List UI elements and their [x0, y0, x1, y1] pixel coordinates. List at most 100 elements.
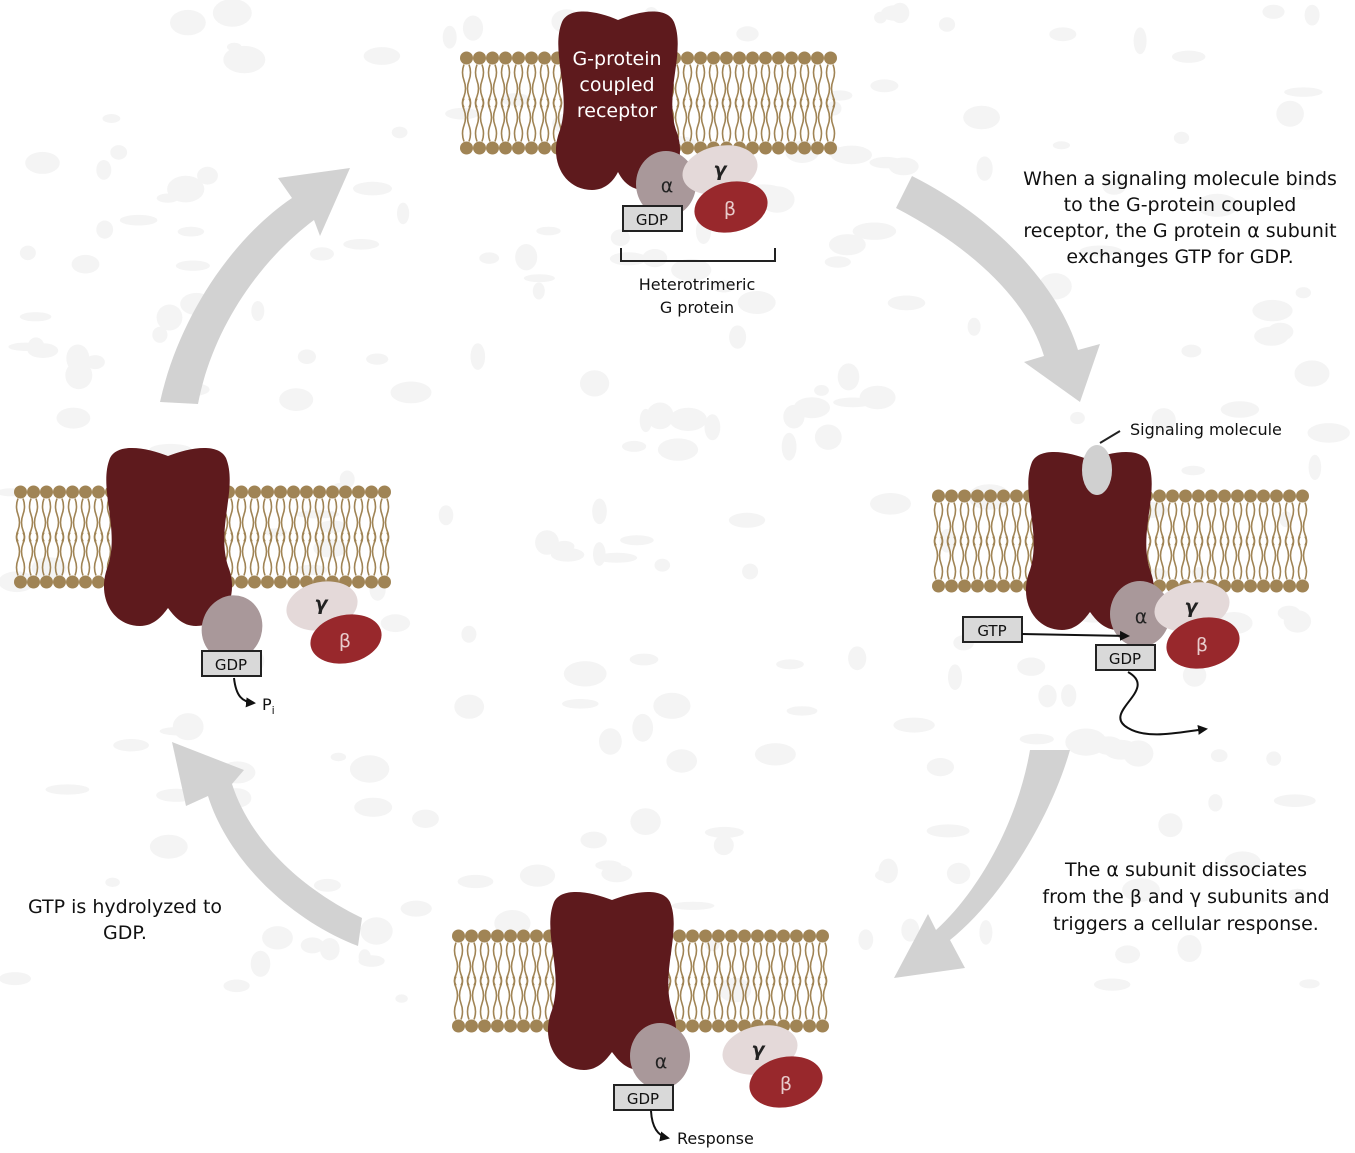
lipid-tail [825, 98, 831, 142]
lipid-head [1244, 489, 1257, 503]
alpha-subunit-left [201, 595, 263, 661]
lipid-head [465, 929, 478, 943]
lipid-head [932, 579, 945, 593]
alpha-label-right: α [1135, 606, 1148, 628]
alpha-label-bottom: α [655, 1051, 668, 1073]
lipid-tail [1198, 536, 1204, 580]
lipid-tail [301, 532, 307, 576]
lipid-tail [1211, 536, 1217, 580]
lipid-tail [721, 98, 727, 142]
texture-blob [102, 114, 121, 123]
receptor-label-line1: G-protein [572, 48, 661, 70]
lipid-head [460, 51, 473, 65]
lipid-tail [46, 532, 52, 576]
lipid-tail [687, 976, 693, 1020]
texture-blob [1019, 733, 1054, 745]
lipid-tail [54, 532, 60, 576]
lipid-head [686, 929, 699, 943]
texture-blob [223, 979, 250, 993]
lipid-tail [674, 98, 680, 142]
lipid-tail [946, 536, 952, 580]
lipid-tail [695, 98, 701, 142]
stage-top: G-protein coupled receptor α γ β GDP Het… [460, 11, 837, 317]
lipid-tail [492, 976, 498, 1020]
lipid-head [378, 485, 391, 499]
texture-blob [593, 542, 606, 566]
gtp-label-right: GTP [977, 622, 1006, 640]
texture-blob [669, 407, 707, 431]
caption-step2-line2: from the β and γ subunits and [1042, 886, 1329, 908]
texture-blob [1252, 299, 1293, 322]
lipid-head [958, 579, 971, 593]
texture-blob [629, 653, 659, 666]
texture-blob [313, 878, 341, 892]
lipid-head [326, 485, 339, 499]
texture-blob [609, 252, 647, 266]
texture-blob [1196, 193, 1239, 217]
texture-blob [45, 784, 90, 795]
lipid-head [772, 141, 785, 155]
texture-blob [442, 25, 457, 49]
lipid-head [1296, 489, 1309, 503]
lipid-tail [990, 536, 996, 580]
pi-label: Pi [262, 695, 275, 717]
lipid-tail [799, 98, 805, 142]
lipid-head [673, 929, 686, 943]
texture-blob [1070, 411, 1085, 425]
gdp-label-left: GDP [215, 656, 247, 674]
texture-blob [1049, 27, 1077, 42]
texture-blob [85, 355, 105, 370]
texture-blob [330, 752, 347, 762]
lipid-tail [59, 532, 65, 576]
texture-blob [297, 349, 316, 365]
texture-blob [754, 743, 796, 766]
texture-blob [1102, 178, 1126, 195]
texture-blob [875, 869, 894, 881]
lipid-head [491, 1019, 504, 1033]
texture-blob [1115, 945, 1141, 964]
lipid-tail [770, 976, 776, 1020]
beta-label-left: β [339, 630, 351, 652]
lipid-tail [1245, 536, 1251, 580]
texture-blob [596, 552, 638, 563]
texture-blob [25, 151, 60, 174]
lipid-tail [497, 976, 503, 1020]
texture-blob [279, 388, 314, 411]
alpha-label-top: α [661, 175, 674, 197]
texture-blob [926, 824, 970, 838]
texture-blob [152, 326, 168, 343]
texture-blob [630, 808, 661, 835]
caption-step2: The α subunit dissociates from the β and… [1042, 859, 1329, 935]
lipid-head [785, 51, 798, 65]
lipid-tail [791, 976, 797, 1020]
caption-step1-line1: When a signaling molecule binds [1023, 168, 1337, 190]
lipid-head [300, 485, 313, 499]
texture-blob [250, 950, 271, 977]
lipid-head [499, 141, 512, 155]
lipid-tail [492, 98, 498, 142]
texture-blob [149, 834, 188, 859]
lipid-tail [67, 532, 73, 576]
texture-blob [390, 381, 432, 404]
texture-blob [632, 713, 654, 742]
caption-step1: When a signaling molecule binds to the G… [1023, 168, 1337, 268]
lipid-head [352, 575, 365, 589]
lipid-head [824, 51, 837, 65]
texture-blob [400, 900, 432, 917]
lipid-head [486, 141, 499, 155]
lipid-head [738, 929, 751, 943]
lipid-tail [518, 976, 524, 1020]
lipid-tail [513, 98, 519, 142]
texture-blob [1295, 287, 1312, 299]
gdp-box-bottom [613, 1084, 674, 1111]
lipid-head [1231, 489, 1244, 503]
lipid-tail [812, 98, 818, 142]
lipid-head [235, 485, 248, 499]
gdp-label-right: GDP [1109, 650, 1141, 668]
lipid-head [92, 485, 105, 499]
texture-blob [366, 353, 389, 365]
heterotrimer-label-line2: G protein [660, 298, 734, 317]
lipid-tail [275, 532, 281, 576]
texture-blob [976, 156, 993, 181]
texture-blob [781, 432, 797, 461]
